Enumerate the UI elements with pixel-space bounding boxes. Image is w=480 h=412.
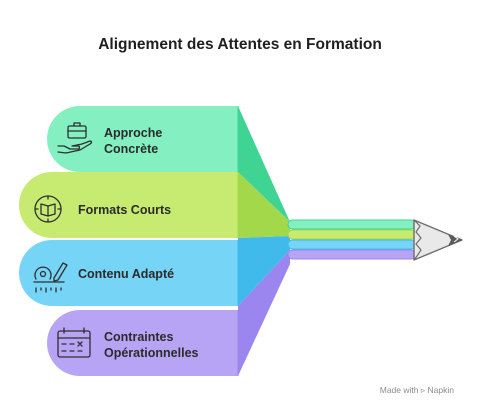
card-label-line2: Concrète xyxy=(104,142,158,156)
card-contraintes-operationnelles: Contraintes Opérationnelles xyxy=(47,310,239,376)
card-approche-concrete: Approche Concrète xyxy=(47,106,239,172)
pencil-tip-icon xyxy=(413,219,463,261)
ribbon-approche-concrete xyxy=(287,219,417,230)
credit-brand: Napkin xyxy=(427,385,454,395)
card-label-line1: Contraintes xyxy=(104,330,174,344)
ribbon-contraintes-operationnelles xyxy=(287,249,417,260)
napkin-logo-icon: ▹ xyxy=(420,385,426,395)
card-label-line2: Opérationnelles xyxy=(104,346,199,360)
briefcase-hand-icon xyxy=(57,122,93,154)
wedge-contenu-adapte xyxy=(238,236,290,306)
credit-text: Made with xyxy=(379,385,419,395)
card-label-line1: Approche xyxy=(104,126,162,140)
card-contenu-adapte: Contenu Adapté xyxy=(19,240,239,306)
made-with-credit: Made with ▹ Napkin xyxy=(380,385,454,396)
tape-measure-pencil-icon xyxy=(33,262,68,293)
card-label-line1: Formats Courts xyxy=(78,203,171,217)
calendar-icon xyxy=(57,327,91,358)
diagram-title: Alignement des Attentes en Formation xyxy=(98,36,382,53)
ribbon-contenu-adapte xyxy=(287,239,417,250)
card-formats-courts: Formats Courts xyxy=(19,172,239,238)
ribbon-formats-courts xyxy=(287,229,417,240)
clock-book-icon xyxy=(34,195,62,223)
card-label-line1: Contenu Adapté xyxy=(78,267,174,281)
wedge-approche-concrete xyxy=(238,106,290,222)
wedge-formats-courts xyxy=(238,172,290,238)
wedge-contraintes-operationnelles xyxy=(238,250,290,376)
